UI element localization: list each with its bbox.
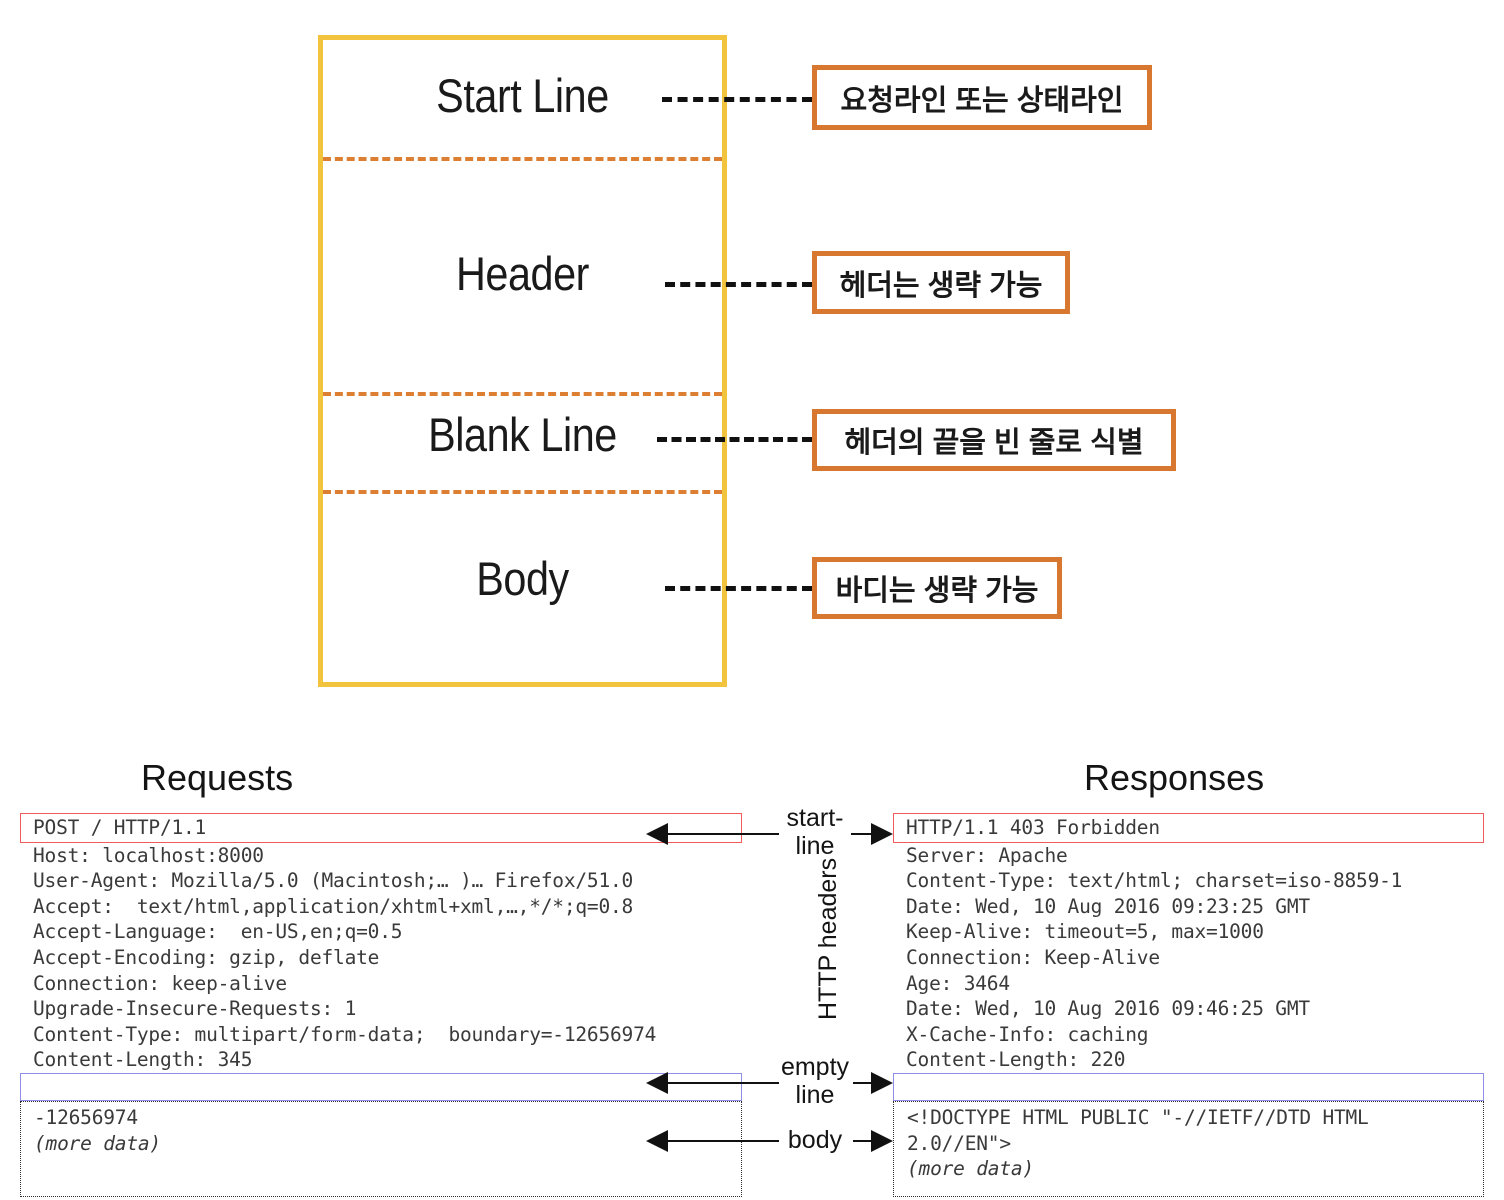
response-header-line: Content-Type: text/html; charset=iso-885… [906, 869, 1403, 893]
message-frame [318, 35, 727, 687]
response-header-line: Server: Apache [906, 843, 1068, 867]
request-header-line: Host: localhost:8000 [33, 843, 264, 867]
callout-start-line: 요청라인 또는 상태라인 [812, 65, 1152, 130]
http-message-structure-diagram: Start Line Header Blank Line Body 요청라인 또… [318, 35, 1176, 687]
section-divider-3 [323, 490, 722, 494]
arrow-head-empty-line-right [871, 1072, 893, 1094]
callout-header-text: 헤더는 생략 가능 [839, 269, 1043, 302]
response-empty-line [893, 1072, 1484, 1101]
callout-start-line-text: 요청라인 또는 상태라인 [840, 84, 1124, 117]
arrow-head-body-left [646, 1130, 668, 1152]
response-body-more: (more data) [907, 1157, 1034, 1181]
response-header-line: Date: Wed, 10 Aug 2016 09:23:25 GMT [906, 894, 1310, 918]
request-body-more: (more data) [34, 1131, 161, 1155]
arrow-head-empty-line-left [646, 1072, 668, 1094]
center-label-start-line: start- line [786, 804, 844, 860]
request-start-line: POST / HTTP/1.1 [20, 813, 742, 843]
section-label-start-line: Start Line [436, 69, 609, 122]
section-label-blank-line: Blank Line [428, 408, 617, 461]
response-start-line: HTTP/1.1 403 Forbidden [893, 813, 1484, 843]
request-headers: Host: localhost:8000 User-Agent: Mozilla… [20, 843, 742, 1073]
responses-title: Responses [1084, 757, 1265, 798]
arrow-line-body-right [853, 1140, 873, 1142]
request-header-line: Content-Length: 345 [33, 1048, 253, 1072]
request-body: -12656974 (more data) [20, 1100, 742, 1197]
response-header-line: X-Cache-Info: caching [906, 1022, 1149, 1046]
request-body-line: -12656974 [34, 1105, 138, 1129]
request-header-line: Accept-Language: en-US,en;q=0.5 [33, 920, 403, 944]
connector-body [665, 586, 812, 591]
callout-blank-line-text: 헤더의 끝을 빈 줄로 식별 [844, 427, 1144, 459]
arrow-line-body-left [667, 1140, 779, 1142]
response-headers: Server: Apache Content-Type: text/html; … [893, 843, 1484, 1073]
arrow-head-start-line-left [646, 823, 668, 845]
section-label-header: Header [455, 247, 590, 300]
arrow-line-empty-line-right [853, 1082, 873, 1084]
callout-body-text: 바디는 생략 가능 [835, 575, 1039, 607]
center-label-body: body [787, 1126, 843, 1154]
response-header-line: Connection: Keep-Alive [906, 945, 1160, 969]
callout-blank-line: 헤더의 끝을 빈 줄로 식별 [812, 409, 1176, 471]
arrow-head-start-line-right [871, 823, 893, 845]
arrow-line-empty-line-left [667, 1082, 779, 1084]
request-header-line: Connection: keep-alive [33, 971, 287, 995]
request-header-line: Upgrade-Insecure-Requests: 1 [33, 997, 357, 1021]
center-label-http-headers: HTTP headers [814, 857, 842, 1020]
response-header-line: Content-Length: 220 [906, 1048, 1126, 1072]
section-divider-1 [323, 157, 722, 161]
response-body: <!DOCTYPE HTML PUBLIC "-//IETF//DTD HTML… [893, 1100, 1484, 1197]
request-response-comparison: Requests Responses POST / HTTP/1.1 Host:… [0, 720, 1504, 1200]
request-header-line: Accept-Encoding: gzip, deflate [33, 945, 380, 969]
request-header-line: User-Agent: Mozilla/5.0 (Macintosh;… )… … [33, 869, 634, 893]
response-header-line: Age: 3464 [906, 971, 1010, 995]
center-label-empty-line: empty line [780, 1053, 850, 1109]
section-divider-2 [323, 392, 722, 396]
connector-start-line [662, 97, 812, 102]
arrow-line-start-line-left [667, 833, 779, 835]
requests-title: Requests [141, 757, 294, 798]
request-message: POST / HTTP/1.1 Host: localhost:8000 Use… [20, 813, 742, 1197]
response-body-line: <!DOCTYPE HTML PUBLIC "-//IETF//DTD HTML [907, 1105, 1369, 1129]
response-header-line: Keep-Alive: timeout=5, max=1000 [906, 920, 1264, 944]
request-empty-line [20, 1072, 742, 1101]
response-header-line: Date: Wed, 10 Aug 2016 09:46:25 GMT [906, 997, 1310, 1021]
section-label-body: Body [476, 552, 569, 605]
connector-blank-line [657, 437, 812, 442]
request-header-line: Content-Type: multipart/form-data; bound… [33, 1022, 657, 1046]
request-header-line: Accept: text/html,application/xhtml+xml,… [33, 894, 634, 918]
response-message: HTTP/1.1 403 Forbidden Server: Apache Co… [893, 813, 1484, 1197]
arrow-line-start-line-right [851, 833, 873, 835]
arrow-head-body-right [871, 1130, 893, 1152]
callout-header: 헤더는 생략 가능 [812, 251, 1070, 314]
response-body-line: 2.0//EN"> [907, 1131, 1011, 1155]
connector-header [665, 282, 812, 287]
callout-body: 바디는 생략 가능 [812, 557, 1062, 619]
